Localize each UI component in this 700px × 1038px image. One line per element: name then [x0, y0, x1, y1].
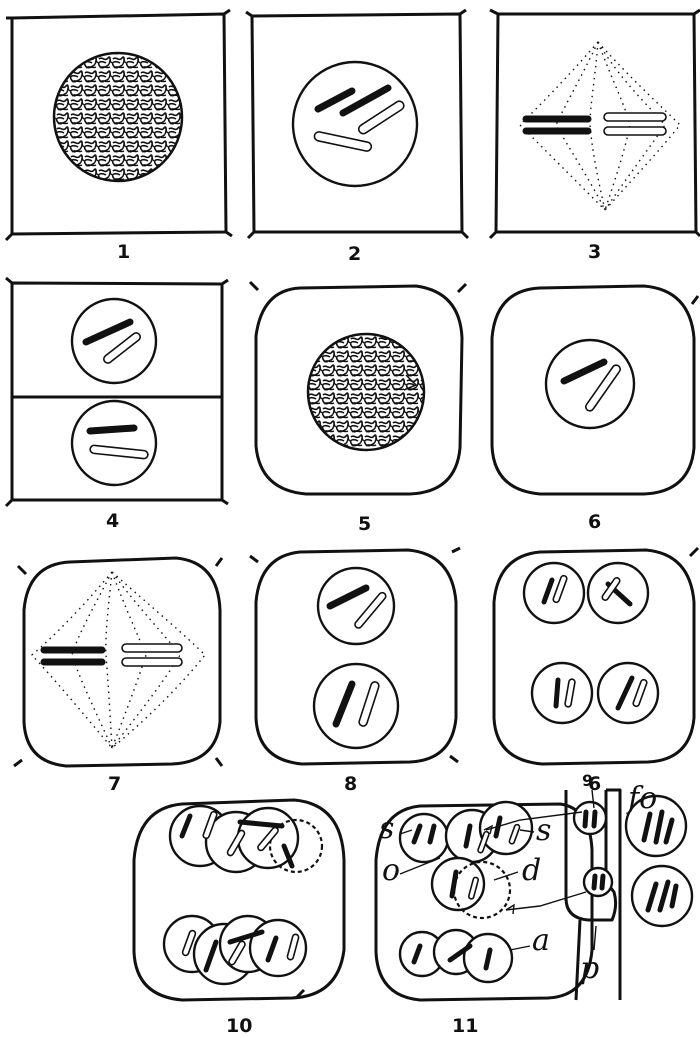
panel-7: 7 — [14, 558, 222, 795]
panel-5: 5 — [250, 282, 466, 535]
panel-number-10: 10 — [226, 1015, 252, 1037]
panel-1: 1 — [6, 10, 232, 263]
panel-number-1: 1 — [117, 241, 130, 263]
spindle — [520, 42, 680, 210]
label-s-right: s — [536, 813, 551, 848]
resting-nucleus — [308, 334, 424, 450]
tetrad-nuclei — [524, 563, 658, 723]
panel-2: 2 — [246, 10, 468, 265]
panel-number-7: 7 — [108, 773, 121, 795]
upper-tetrad — [170, 806, 322, 872]
label-d: d — [522, 853, 541, 888]
panel-number-3: 3 — [588, 241, 601, 263]
panel-10: 10 — [134, 800, 344, 1037]
nucleus — [546, 340, 634, 428]
label-fo: fo — [626, 781, 657, 816]
label-a: a — [532, 923, 550, 958]
label-p: p — [580, 951, 599, 986]
label-s-left: s — [379, 811, 394, 846]
panel-11: s s o d a fo p 9 11 — [376, 771, 692, 1037]
anaphase-nuclei — [400, 802, 532, 982]
panel-number-4: 4 — [106, 510, 119, 532]
panel-number-11: 11 — [452, 1015, 478, 1037]
panel-number-6: 6 — [588, 511, 601, 533]
lower-tetrad — [164, 916, 306, 984]
nucleus-lower — [314, 664, 398, 748]
panel-number-5: 5 — [358, 513, 371, 535]
panel-4: 4 — [6, 278, 228, 532]
panel-6: 6 — [492, 286, 698, 533]
panel-3: 3 — [490, 10, 700, 263]
panel-8: 8 — [250, 548, 460, 795]
nucleus — [293, 62, 417, 186]
panel-number-2: 2 — [348, 243, 361, 265]
panel-number-8: 8 — [344, 773, 357, 795]
nucleus-lower — [72, 401, 156, 485]
panel-number-9: 9 — [582, 771, 593, 790]
label-o: o — [382, 853, 400, 888]
resting-nucleus — [54, 53, 182, 181]
panel-9: 6 — [494, 548, 698, 795]
